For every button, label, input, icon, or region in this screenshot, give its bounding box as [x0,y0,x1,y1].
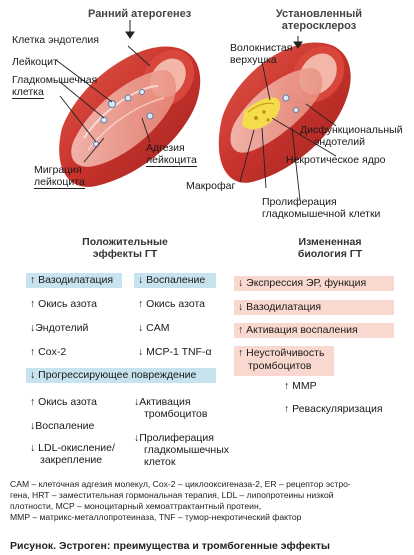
label-fibrous-cap-1: Волокнистая [230,42,293,54]
positive-cam: ↓ CAM [138,322,170,334]
lower-ldl-oxidation-2: закрепление [40,454,103,466]
artery-illustration [55,20,351,201]
lower-smc-proliferation-1: ↓Пролиферация [134,432,214,444]
positive-effects-header-2: эффекты ГТ [92,248,158,260]
altered-er-expression: ↓ Экспрессия ЭР, функция [234,276,394,291]
label-leukocyte-adhesion-1: Адгезия [146,142,185,154]
label-necrotic-core: Некротическое ядро [286,154,386,166]
altered-mmp: ↑ MMP [284,380,317,392]
footnote-line-2: гена, HRT – заместительная гормональная … [10,490,334,500]
altered-biology-header-1: Измененная [298,236,362,248]
lower-smc-proliferation-2: гладкомышечных [144,444,229,456]
label-smooth-muscle-cell-1: Гладкомышечная [12,74,98,86]
label-dysfunctional-endothelium-1: Дисфункциональный [300,124,403,136]
established-atherosclerosis-title-2: атеросклероз [281,20,357,32]
established-atherosclerosis-title-1: Установленный [275,8,363,20]
established-pointer-lines [239,61,337,201]
altered-platelet-instability-2: тромбоцитов [248,360,312,372]
label-dysfunctional-endothelium-2: эндотелий [314,136,365,148]
altered-inflammation-activation: ↑ Активация воспаления [234,323,394,338]
figure-caption: Рисунок. Эстроген: преимущества и тромбо… [10,540,330,552]
positive-nitric-oxide-2: ↑ Окись азота [138,298,205,310]
positive-vasodilation: ↑ Вазодилатация [26,273,122,288]
positive-mcp1-tnf: ↓ MCP-1 TNF-α [138,346,212,358]
label-leukocyte-adhesion-2: лейкоцита [146,154,197,167]
label-leukocyte-migration-2: лейкоцита [34,176,85,189]
early-atherogenesis-title: Ранний атерогенез [88,8,192,20]
altered-platelet-instability: ↑ Неустойчивость тромбоцитов [234,346,334,376]
lower-inflammation: ↓Воспаление [30,420,95,432]
label-smc-proliferation-2: гладкомышечной клетки [262,208,381,220]
lower-platelet-activation-2: тромбоцитов [144,408,208,420]
footnote-line-1: CAM – клеточная адгезия молекул, Cox-2 –… [10,479,351,489]
label-endothelial-cell: Клетка эндотелия [12,34,99,46]
footnote-line-3: плотности, MCP – моноцитарный хемоаттрак… [10,501,262,511]
positive-nitric-oxide: ↑ Окись азота [30,298,97,310]
label-macrophage: Макрофаг [186,180,236,192]
lower-smc-proliferation-3: клеток [144,456,176,468]
lower-ldl-oxidation-1: ↓ LDL-окисление/ [30,442,115,454]
lower-platelet-activation-1: ↓Активация [134,396,191,408]
label-smc-proliferation-1: Пролиферация [262,196,337,208]
early-artery [59,46,201,187]
early-pointer-lines [55,45,151,163]
altered-vasodilation: ↓ Вазодилатация [234,300,394,315]
altered-platelet-instability-1: ↑ Неустойчивость [238,347,325,359]
label-leukocyte-migration-1: Миграция [34,164,82,176]
altered-revascularization: ↑ Реваскуляризация [284,403,383,415]
progressive-damage: ↓ Прогрессирующее повреждение [26,368,216,383]
positive-inflammation: ↓ Воспаление [134,273,216,288]
label-leukocyte: Лейкоцит [12,56,58,68]
positive-cox2: ↑ Cox-2 [30,346,67,358]
title-arrows [125,20,303,49]
label-smooth-muscle-cell-2: клетка [12,86,44,99]
positive-effects-header-1: Положительные [82,236,168,248]
footnote-line-4: MMP – матрикс-металлопротеиназа, TNF – т… [10,512,302,522]
lower-nitric-oxide: ↑ Окись азота [30,396,97,408]
altered-biology-header-2: биология ГТ [297,248,363,260]
necrotic-core-shape [242,97,281,130]
positive-endothelium: ↓Эндотелий [30,322,89,334]
label-fibrous-cap-2: верхушка [230,54,277,66]
